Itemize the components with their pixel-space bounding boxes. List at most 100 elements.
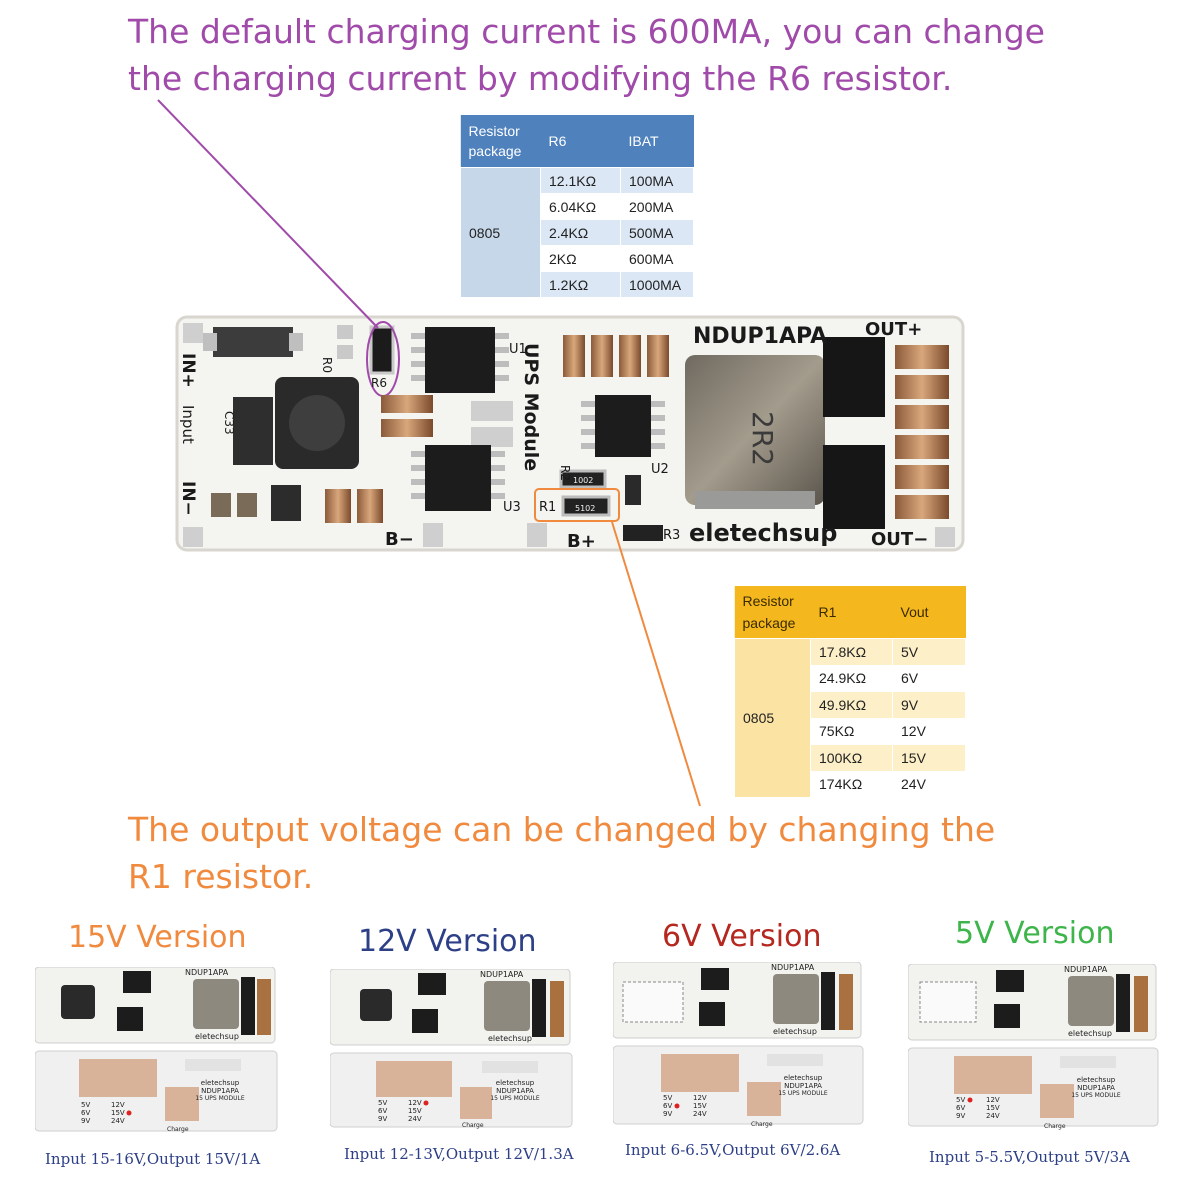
versions-section: 15V Version 12V Version 6V Version 5V Ve…	[0, 912, 1200, 1200]
mini-6v-v15: 15V	[693, 1102, 707, 1110]
mini-15v-v12: 12V	[111, 1101, 125, 1109]
mini-6v-v6: 6V	[663, 1102, 672, 1110]
b-plus-label: B+	[567, 531, 596, 552]
version-6v-boards: NDUP1APA eletechsup eletechsup NDUP1APA …	[612, 961, 864, 1128]
r1-table-header-vout: Vout	[892, 586, 966, 639]
mini-15v-back-brand: eletechsup	[201, 1079, 240, 1087]
r1-table-resistor: 100KΩ	[810, 744, 893, 772]
r1-table-voltage: 6V	[892, 664, 966, 692]
r1-table-resistor: 49.9KΩ	[810, 691, 893, 719]
r6-table-current: 500MA	[620, 219, 694, 246]
mini-12v-charge: Charge	[462, 1122, 484, 1129]
r6-label: R6	[371, 376, 387, 390]
mini-12v-selected-dot	[423, 1100, 429, 1106]
r6-table-current: 1000MA	[620, 271, 694, 298]
mini-15v-model: NDUP1APA	[185, 968, 229, 977]
mini-15v-v9: 9V	[81, 1117, 90, 1125]
mini-12v-brand: eletechsup	[488, 1034, 532, 1043]
b-minus-label: B−	[385, 529, 414, 550]
in-plus-label: IN+	[178, 353, 198, 388]
mini-15v-back-desc: 15 UPS MODULE	[195, 1095, 245, 1102]
u2-label: U2	[651, 462, 669, 477]
mini-15v-v15: 15V	[111, 1109, 125, 1117]
version-15v-caption: Input 15-16V,Output 15V/1A	[45, 1150, 261, 1168]
mini-5v-charge: Charge	[1044, 1123, 1066, 1130]
mini-15v-v6: 6V	[81, 1109, 90, 1117]
mini-12v-back-brand: eletechsup	[496, 1079, 535, 1087]
brand-label: eletechsup	[689, 519, 837, 547]
r6-table-current: 200MA	[620, 193, 694, 220]
r1-table-voltage: 24V	[892, 770, 966, 798]
mini-12v-back-desc: 15 UPS MODULE	[490, 1095, 540, 1102]
mini-12v-v5: 5V	[378, 1099, 387, 1107]
output-capacitor-stack	[895, 345, 949, 519]
charging-note-line1: The default charging current is 600MA, y…	[128, 12, 1045, 51]
version-6v-title: 6V Version	[662, 919, 822, 954]
mini-6v-back-brand: eletechsup	[784, 1074, 823, 1082]
mini-12v-back-model: NDUP1APA	[496, 1087, 534, 1095]
r3-label: R3	[663, 528, 680, 543]
r1-callout-line	[611, 521, 701, 807]
r6-callout-line	[157, 99, 379, 329]
mini-6v-back-desc: 15 UPS MODULE	[778, 1090, 828, 1097]
u2-chip	[595, 395, 651, 457]
mini-5v-brand: eletechsup	[1068, 1029, 1112, 1038]
u1-chip	[425, 327, 495, 393]
out-plus-label: OUT+	[865, 319, 922, 340]
mini-5v-back-model: NDUP1APA	[1077, 1084, 1115, 1092]
charging-note-line2: the charging current by modifying the R6…	[128, 59, 953, 98]
ups-module-label: UPS Module	[520, 343, 542, 471]
mini-6v-model: NDUP1APA	[771, 963, 815, 972]
version-5v-caption: Input 5-5.5V,Output 5V/3A	[929, 1148, 1130, 1166]
mini-6v-back-model: NDUP1APA	[784, 1082, 822, 1090]
mini-5v-v24: 24V	[986, 1112, 1000, 1120]
ups-module-board: NDUP1APA OUT+ OUT− eletechsup B− B+ R1 R…	[175, 315, 965, 552]
r1-table-voltage: 12V	[892, 717, 966, 745]
r6-table-current: 600MA	[620, 245, 694, 272]
board-model-label: NDUP1APA	[693, 324, 827, 349]
diode-right-top	[823, 337, 885, 417]
mini-15v-v24: 24V	[111, 1117, 125, 1125]
mini-12v-v12: 12V	[408, 1099, 422, 1107]
mini-6v-v5: 5V	[663, 1094, 672, 1102]
r1-table-header-package: Resistor package	[734, 586, 811, 639]
r1-resistor	[561, 495, 611, 517]
mini-5v-v6: 6V	[956, 1104, 965, 1112]
mini-5v-model: NDUP1APA	[1064, 965, 1108, 974]
r1-table-resistor: 75KΩ	[810, 717, 893, 745]
mini-5v-back-brand: eletechsup	[1077, 1076, 1116, 1084]
r2-resistor	[559, 469, 607, 489]
r6-table-resistor: 2.4KΩ	[540, 219, 621, 246]
u3-chip	[425, 445, 491, 511]
output-voltage-note: The output voltage can be changed by cha…	[128, 806, 995, 900]
r1-table-header-r1: R1	[810, 586, 893, 639]
mini-6v-brand: eletechsup	[773, 1027, 817, 1036]
input-label: Input	[179, 405, 197, 444]
r1-label: R1	[539, 500, 556, 515]
mini-6v-charge: Charge	[751, 1121, 773, 1128]
r1-table-resistor: 17.8KΩ	[810, 638, 893, 666]
r6-table-resistor: 2KΩ	[540, 245, 621, 272]
r1-code-label: 5102	[575, 504, 595, 513]
r2-code-label: 1002	[573, 476, 593, 485]
r1-table-package: 0805	[734, 638, 811, 798]
version-15v-boards: NDUP1APA eletechsup eletechsup NDUP1APA …	[34, 966, 278, 1133]
version-6v-caption: Input 6-6.5V,Output 6V/2.6A	[625, 1141, 841, 1159]
mini-6v-v12: 12V	[693, 1094, 707, 1102]
r6-charging-current-table: Resistor package R6 IBAT 0805 12.1KΩ 100…	[460, 115, 694, 298]
output-note-line1: The output voltage can be changed by cha…	[128, 810, 996, 849]
mini-15v-v5: 5V	[81, 1101, 90, 1109]
version-15v-photo: NDUP1APA eletechsup eletechsup NDUP1APA …	[34, 966, 280, 1141]
version-5v-photo: NDUP1APA eletechsup eletechsup NDUP1APA …	[907, 963, 1160, 1138]
mini-15v-selected-dot	[126, 1110, 132, 1116]
r1-table-voltage: 9V	[892, 691, 966, 719]
in-minus-label: IN−	[178, 481, 198, 516]
r6-table-resistor: 12.1KΩ	[540, 167, 621, 194]
mini-5v-v5: 5V	[956, 1096, 965, 1104]
mini-12v-v15: 15V	[408, 1107, 422, 1115]
diode-right-bottom	[823, 445, 885, 529]
c33-chip	[233, 397, 273, 465]
version-5v-title: 5V Version	[955, 916, 1115, 951]
r6-table-current: 100MA	[620, 167, 694, 194]
r6-table-header-package: Resistor package	[460, 115, 541, 168]
